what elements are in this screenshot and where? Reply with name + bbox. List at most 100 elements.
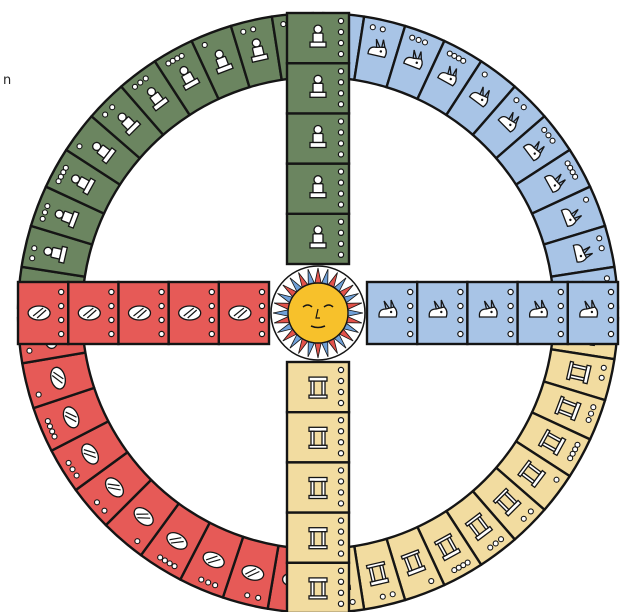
arm-cell (287, 113, 349, 163)
arm-cell (287, 164, 349, 214)
rabbit-eye (591, 311, 593, 313)
arm-cell (169, 282, 219, 344)
day-dot (514, 98, 519, 103)
day-dot (209, 289, 214, 294)
arm-cell (68, 282, 118, 344)
day-dot (143, 76, 148, 81)
flint-glyph (229, 306, 251, 320)
day-dot (59, 303, 64, 308)
day-dot (508, 317, 513, 322)
day-dot (209, 303, 214, 308)
day-dot (422, 40, 427, 45)
day-dot (554, 477, 559, 482)
day-dot (59, 331, 64, 336)
house-post (311, 381, 314, 395)
day-dot (546, 133, 551, 138)
day-dot (66, 460, 71, 465)
day-dot (584, 197, 589, 202)
day-dot (59, 317, 64, 322)
day-dot (338, 451, 343, 456)
day-dot (350, 599, 355, 604)
day-dot (599, 246, 604, 251)
day-dot (416, 37, 421, 42)
day-dot (461, 58, 466, 63)
day-dot (458, 331, 463, 336)
day-dot (608, 303, 613, 308)
arm-cell (287, 362, 349, 412)
figure-head (314, 226, 322, 234)
figure-head (314, 75, 322, 83)
day-dot (338, 518, 343, 523)
house-floor (309, 445, 327, 448)
arm-cell (417, 282, 467, 344)
arm-cell (367, 282, 417, 344)
day-dot (499, 537, 504, 542)
day-dot (608, 289, 613, 294)
day-dot (102, 508, 107, 513)
arm-cell (287, 13, 349, 63)
day-dot (158, 555, 163, 560)
day-dot (251, 27, 256, 32)
day-dot (558, 317, 563, 322)
day-dot (338, 418, 343, 423)
day-dot (256, 595, 261, 600)
day-dot (338, 367, 343, 372)
day-dot (589, 411, 594, 416)
day-dot (380, 27, 385, 32)
day-dot (338, 180, 343, 185)
day-dot (36, 392, 41, 397)
flint-glyph (28, 306, 50, 320)
day-dot (370, 25, 375, 30)
day-dot (167, 561, 172, 566)
figure-seat (310, 243, 326, 248)
house-post (311, 431, 314, 445)
day-dot (508, 289, 513, 294)
flint-stone (179, 306, 201, 320)
day-dot (30, 256, 35, 261)
arm-cell (287, 214, 349, 264)
flint-glyph (78, 306, 100, 320)
day-dot (597, 236, 602, 241)
day-dot (528, 509, 533, 514)
house-post (311, 532, 314, 546)
day-dot (338, 551, 343, 556)
day-dot (550, 138, 555, 143)
day-dot (338, 152, 343, 157)
house-post (322, 381, 325, 395)
day-dot (42, 210, 47, 215)
day-dot (52, 434, 57, 439)
day-dot (138, 80, 143, 85)
day-dot (338, 501, 343, 506)
day-dot (568, 456, 573, 461)
figure-body (313, 83, 323, 92)
day-dot (338, 529, 343, 534)
day-dot (77, 144, 82, 149)
day-dot (408, 331, 413, 336)
day-dot (338, 540, 343, 545)
day-dot (573, 174, 578, 179)
day-dot (508, 331, 513, 336)
day-dot (70, 467, 75, 472)
day-dot (159, 289, 164, 294)
edge-text: n (3, 73, 11, 88)
day-dot (338, 601, 343, 606)
day-dot (429, 579, 434, 584)
flint-stone (78, 306, 100, 320)
figure-seat (310, 193, 326, 198)
day-dot (45, 419, 50, 424)
day-dot (408, 289, 413, 294)
day-dot (338, 130, 343, 135)
day-dot (338, 230, 343, 235)
day-dot (109, 289, 114, 294)
figure-body (313, 33, 323, 42)
day-dot (521, 516, 526, 521)
day-dot (202, 42, 207, 47)
day-dot (109, 303, 114, 308)
house-post (311, 582, 314, 596)
day-dot (338, 389, 343, 394)
arm-cell (467, 282, 517, 344)
day-dot (162, 558, 167, 563)
arm-cell (18, 282, 68, 344)
day-dot (604, 276, 609, 281)
